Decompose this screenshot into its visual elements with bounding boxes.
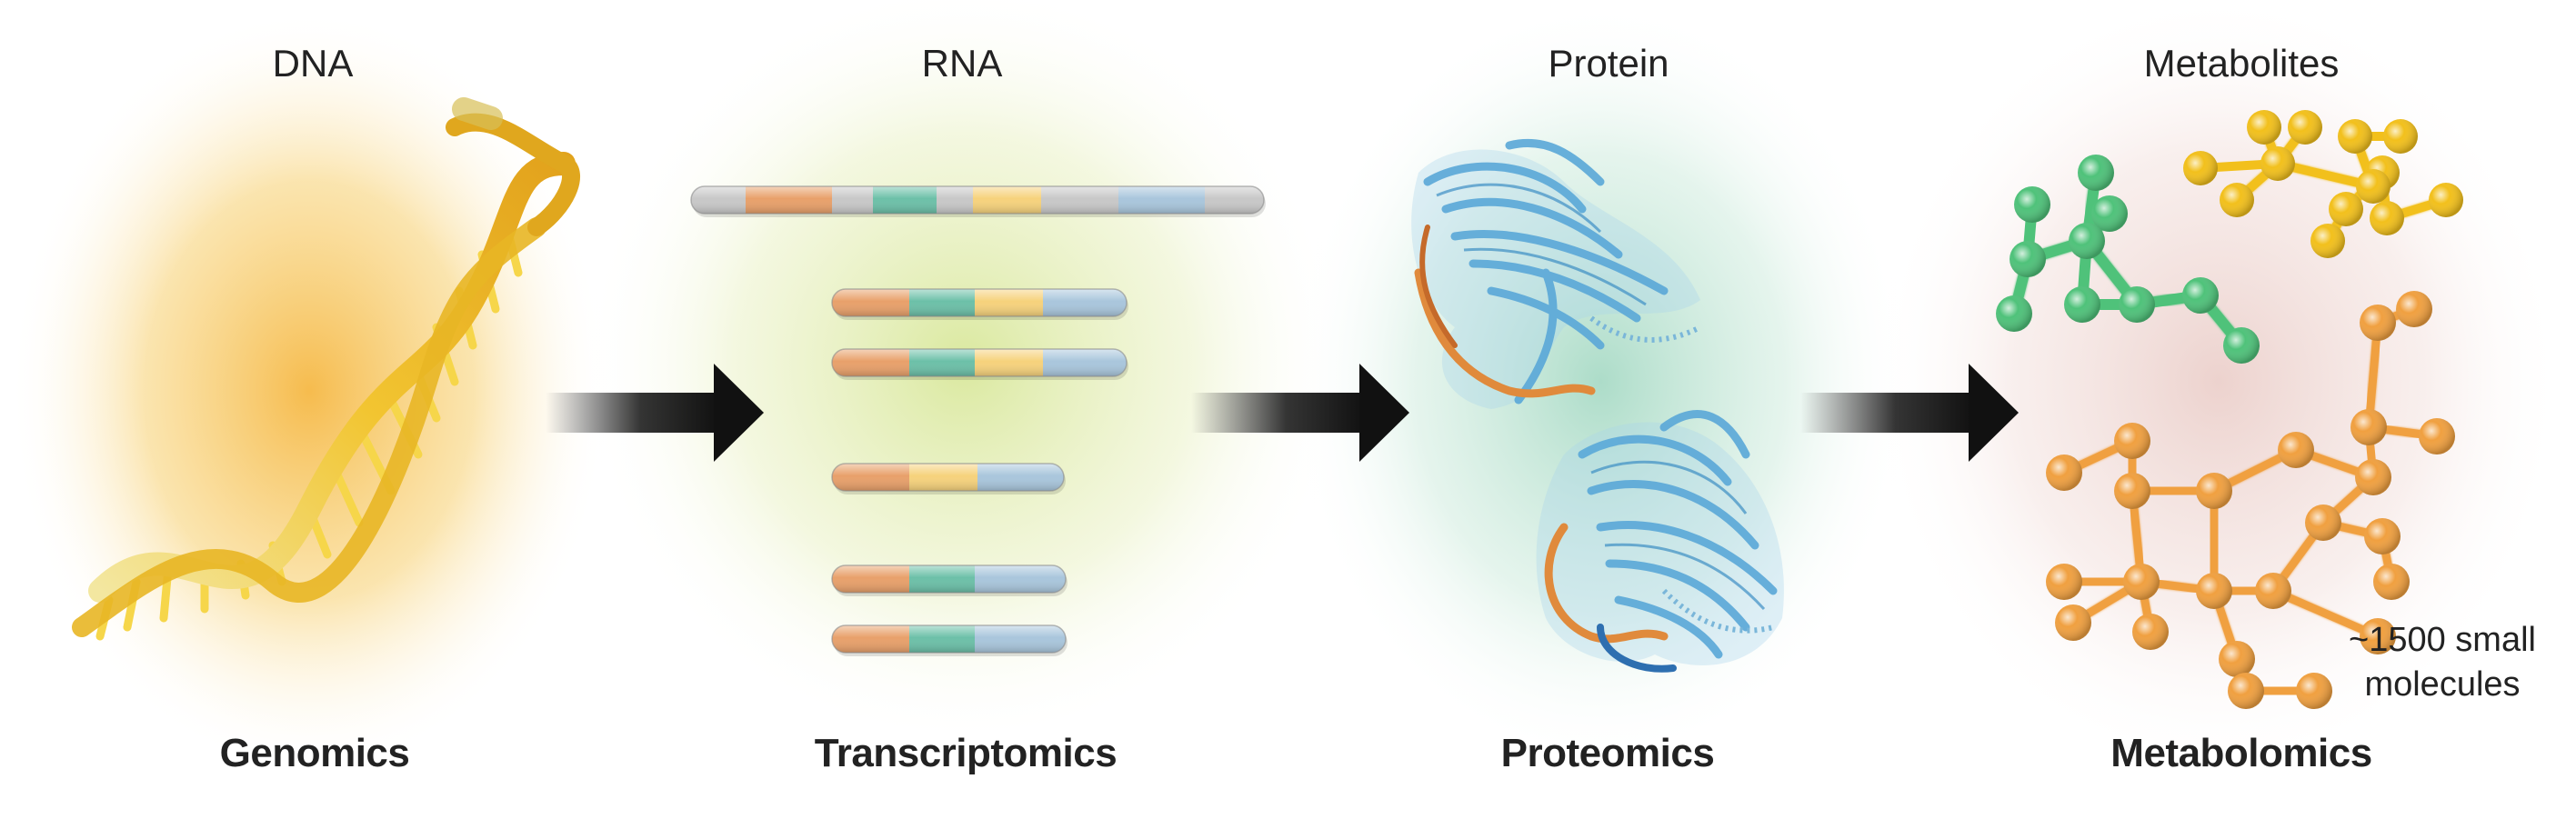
dna-label: DNA	[272, 42, 354, 85]
metabolite-note-line-2: molecules	[2364, 664, 2521, 704]
genomics-label: Genomics	[219, 731, 410, 775]
rna-transcript-bar	[831, 564, 1067, 596]
arrow-icon-3	[1800, 364, 2019, 462]
dna-helix-icon	[72, 97, 580, 641]
rna-transcript-bar	[831, 288, 1128, 320]
dna-glow	[9, 9, 609, 773]
rna-transcript-bar	[831, 463, 1066, 494]
protein-label: Protein	[1548, 42, 1669, 85]
transcriptomics-label: Transcriptomics	[814, 731, 1118, 775]
rna-transcript-bar	[831, 624, 1067, 656]
proteomics-label: Proteomics	[1500, 731, 1715, 775]
rna-label: RNA	[921, 42, 1003, 85]
rna-transcript-bar	[831, 348, 1128, 380]
rna-transcripts-icon	[690, 185, 1266, 656]
yellow-molecule-icon	[2183, 110, 2463, 258]
rna-transcript-bar	[690, 185, 1266, 217]
metabolomics-label: Metabolomics	[2110, 731, 2372, 775]
dna-base-pair	[332, 468, 364, 527]
arrow-icon-2	[1191, 364, 1409, 462]
protein-structure-icon-2	[1536, 410, 1784, 673]
metabolite-count-note: ~1500 small molecules	[2333, 618, 2551, 706]
metabolites-label: Metabolites	[2143, 42, 2340, 85]
orange-molecule-icon	[2046, 291, 2455, 709]
protein-structure-icon-1	[1411, 138, 1702, 410]
arrow-icon-1	[546, 364, 764, 462]
green-molecule-icon	[1996, 155, 2260, 364]
metabolite-note-line-1: ~1500 small	[2349, 621, 2536, 659]
